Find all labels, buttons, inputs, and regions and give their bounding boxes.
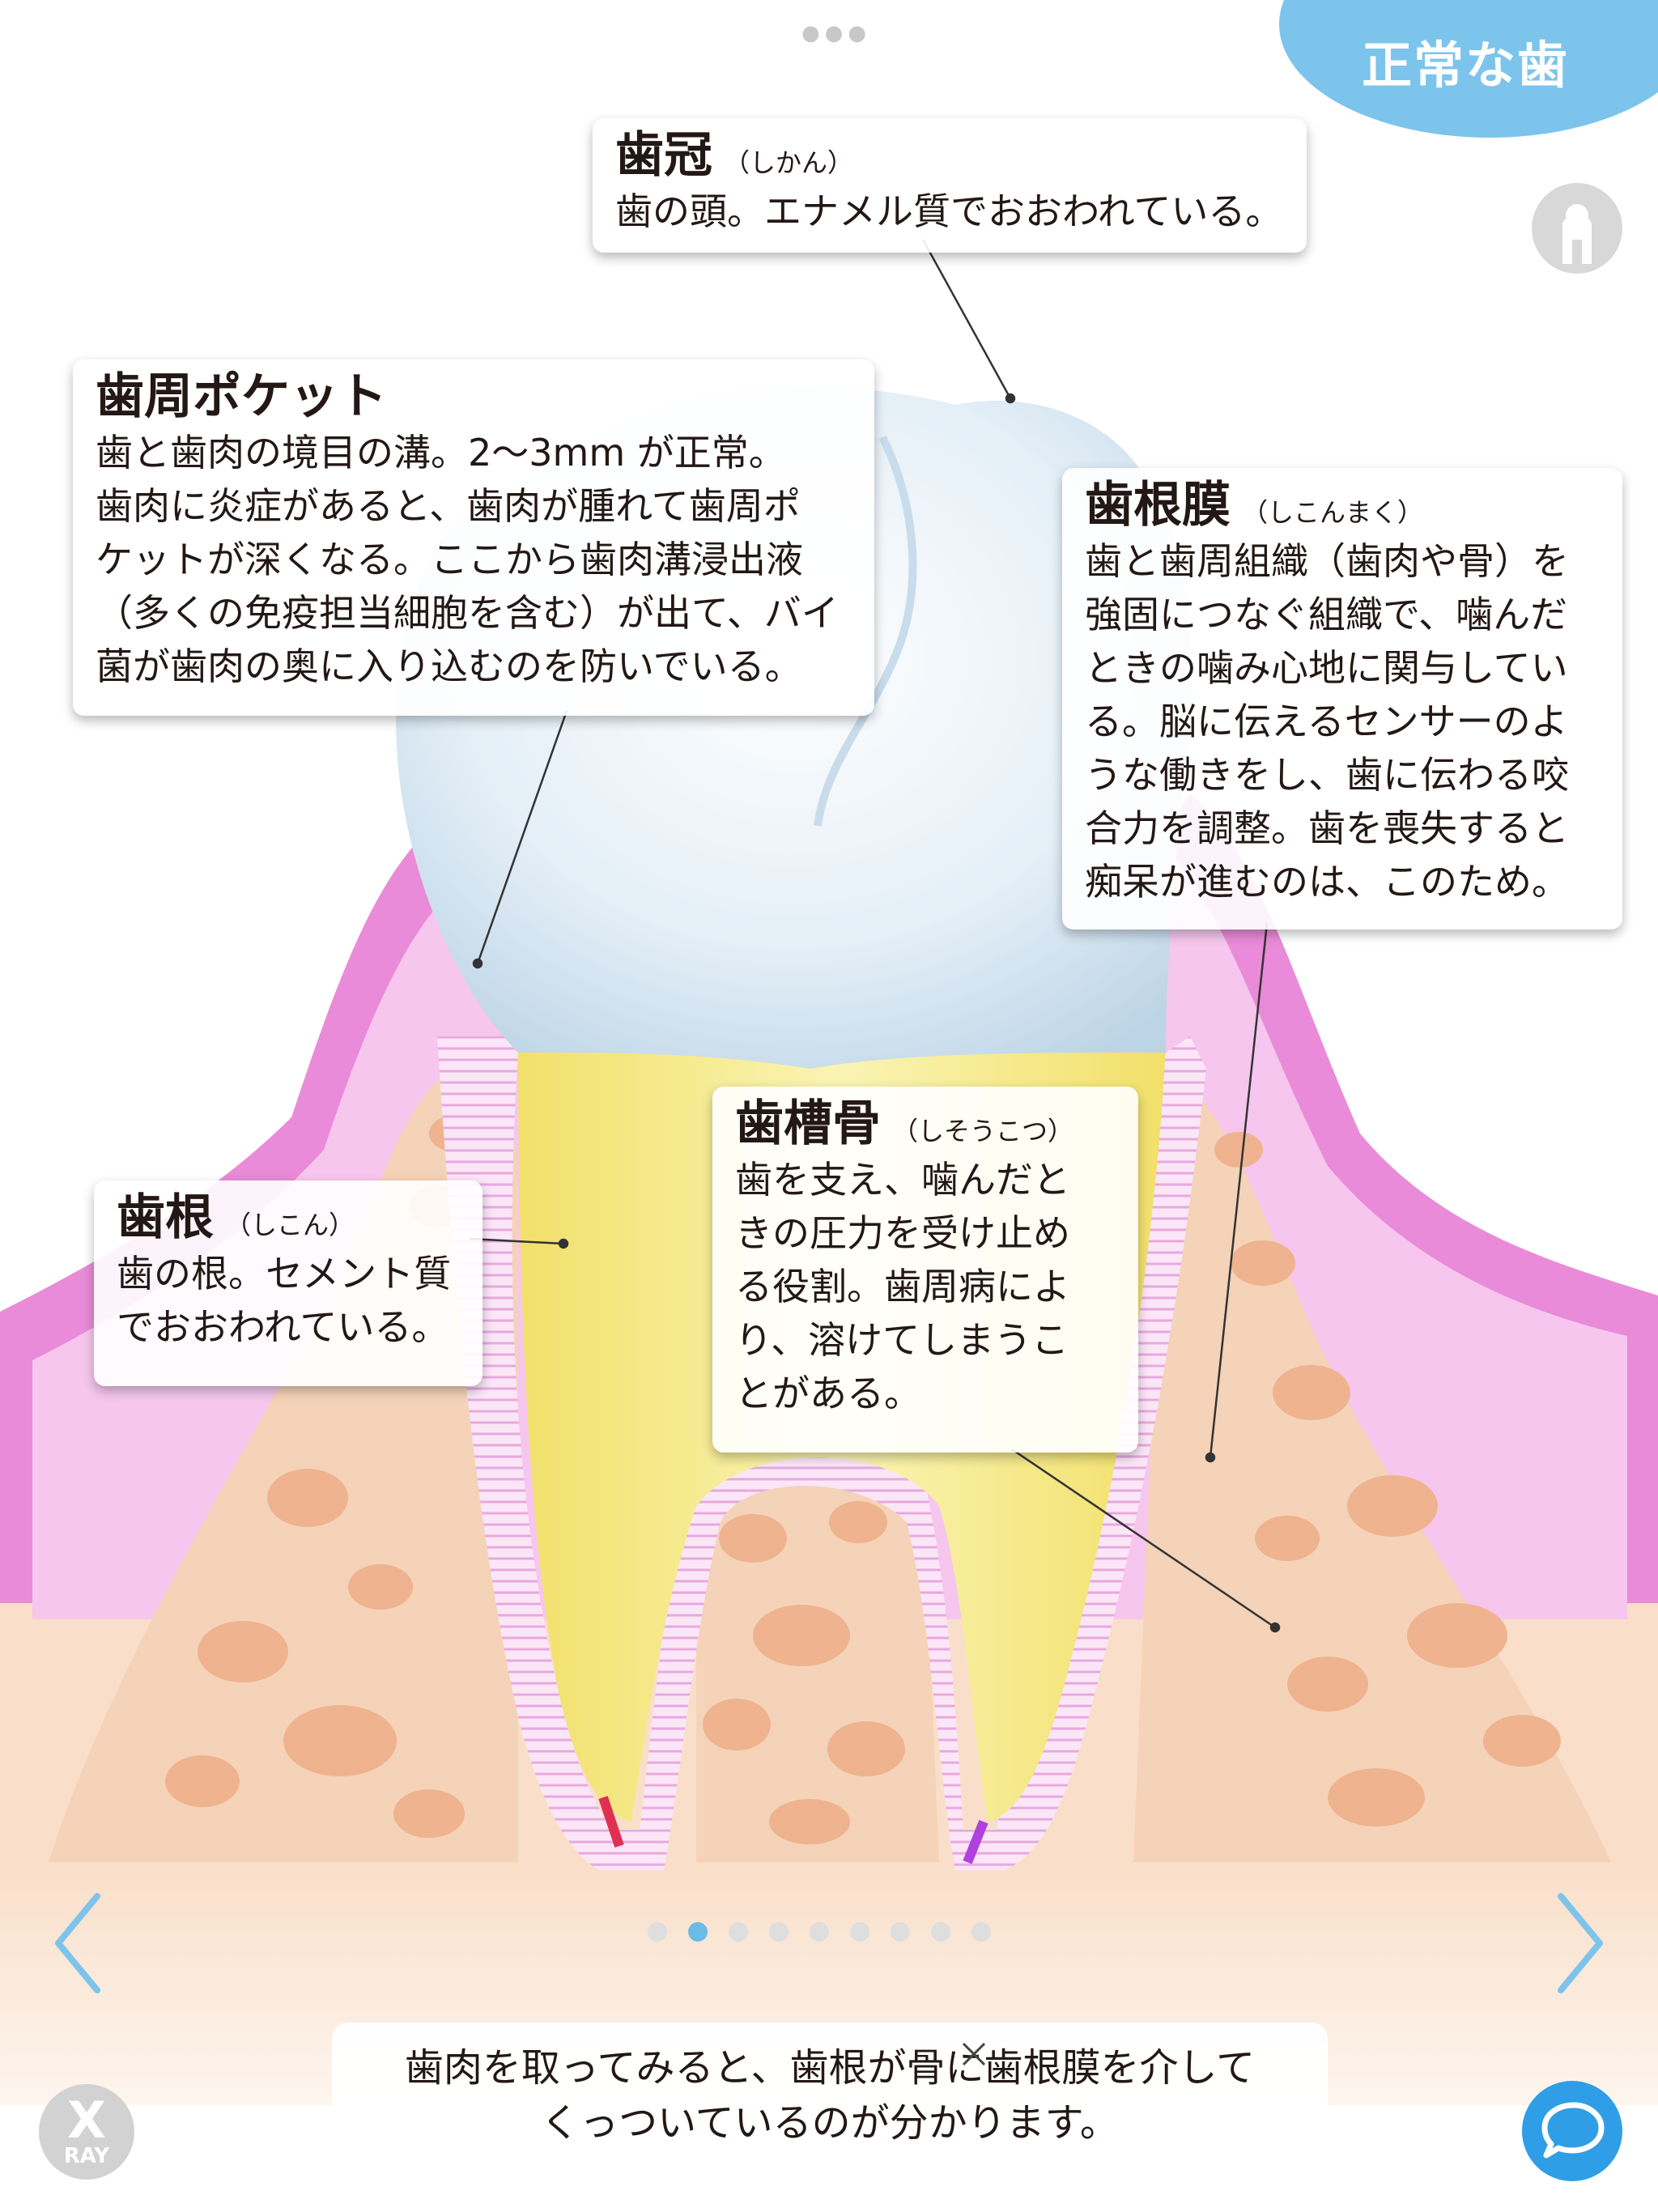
xray-button-x: X: [67, 2091, 106, 2150]
pointer-lines: [469, 239, 1281, 1633]
caption-text: 歯肉を取ってみると、歯根が骨に歯根膜を介して くっついているのが分かります。: [404, 2045, 1256, 2146]
label-root-body: 歯の根。セメント質 でおおわれている。: [117, 1252, 452, 1349]
label-alveolar-bone: 歯槽骨 （しそうこつ） 歯を支え、噛んだと きの圧力を受け止め る役割。歯周病によ…: [712, 1087, 1138, 1453]
profile-icon[interactable]: [1532, 183, 1622, 274]
label-periodontal-ligament: 歯根膜 （しこんまく） 歯と歯周組織（歯肉や骨）を 強固につなぐ組織で、噛んだ と…: [1062, 468, 1622, 929]
crown-cusp-line: [814, 435, 917, 827]
page-dot[interactable]: [931, 1922, 950, 1942]
label-pocket-body: 歯と歯肉の境目の溝。2～3mm が正常。 歯肉に炎症があると、歯肉が腫れて歯周ポ…: [96, 431, 839, 688]
page-dot[interactable]: [648, 1922, 667, 1942]
xray-button-ray: RAY: [63, 2144, 110, 2168]
label-crown: 歯冠 （しかん） 歯の頭。エナメル質でおおわれている。: [593, 118, 1307, 253]
chevron-right-icon[interactable]: [1548, 1887, 1613, 2000]
label-crown-ruby: （しかん）: [724, 147, 854, 178]
page-dot[interactable]: [729, 1922, 748, 1942]
label-tooth-root: 歯根 （しこん） 歯の根。セメント質 でおおわれている。: [94, 1180, 483, 1386]
page-dot[interactable]: [769, 1922, 789, 1942]
label-root-title: 歯根: [117, 1189, 214, 1246]
label-crown-body: 歯の頭。エナメル質でおおわれている。: [615, 189, 1283, 233]
caption-panel: 歯肉を取ってみると、歯根が骨に歯根膜を介して くっついているのが分かります。: [332, 2023, 1328, 2176]
label-ligament-title: 歯根膜: [1085, 477, 1231, 534]
mode-badge[interactable]: 正常な歯: [1361, 36, 1569, 95]
page-indicator: [648, 1922, 991, 1946]
more-dots-icon[interactable]: ●●●: [801, 21, 872, 45]
label-bone-body: 歯を支え、噛んだと きの圧力を受け止め る役割。歯周病によ り、溶けてしまうこ …: [735, 1158, 1070, 1415]
label-root-ruby: （しこん）: [225, 1210, 355, 1240]
label-pocket-title: 歯周ポケット: [96, 368, 387, 425]
page-dot[interactable]: [891, 1922, 910, 1942]
root-apex-purple: [963, 1819, 988, 1865]
page-dot[interactable]: [688, 1922, 708, 1942]
close-icon[interactable]: [954, 2034, 994, 2074]
label-crown-title: 歯冠: [615, 127, 712, 184]
label-bone-ruby: （しそうこつ）: [892, 1116, 1074, 1146]
chevron-left-icon[interactable]: [45, 1887, 110, 2000]
page-dot[interactable]: [971, 1922, 991, 1942]
page-dot[interactable]: [850, 1922, 869, 1942]
page-dot[interactable]: [810, 1922, 829, 1942]
chat-bubble-icon[interactable]: [1522, 2081, 1622, 2181]
xray-button[interactable]: X RAY: [39, 2084, 134, 2180]
label-bone-title: 歯槽骨: [735, 1095, 881, 1152]
root-apex-red: [598, 1796, 624, 1848]
label-periodontal-pocket: 歯周ポケット 歯と歯肉の境目の溝。2～3mm が正常。 歯肉に炎症があると、歯肉…: [73, 359, 874, 716]
label-ligament-ruby: （しこんまく）: [1242, 497, 1424, 528]
label-ligament-body: 歯と歯周組織（歯肉や骨）を 強固につなぐ組織で、噛んだ ときの噛み心地に関与して…: [1085, 539, 1569, 904]
